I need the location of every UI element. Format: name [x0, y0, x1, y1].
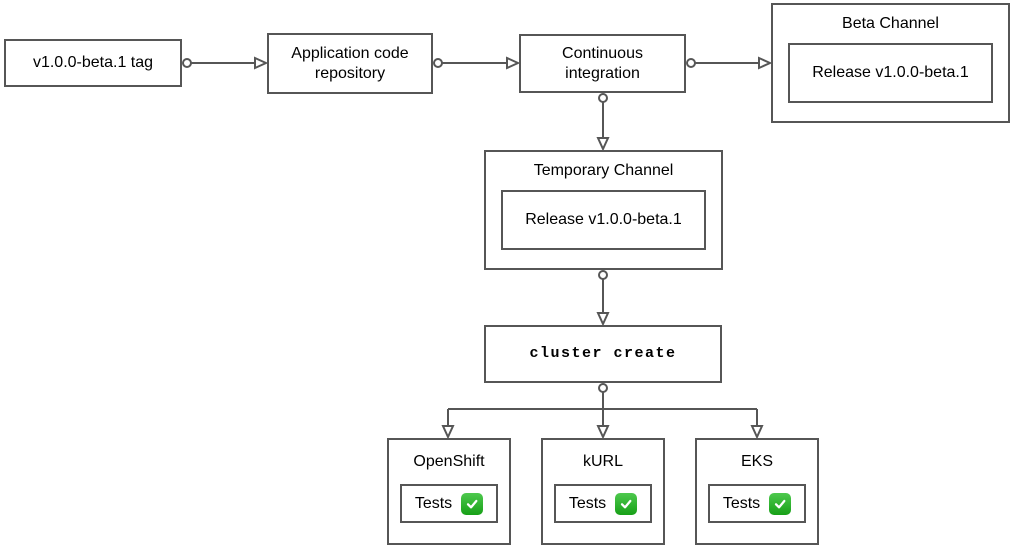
kurl-tests-label: Tests — [568, 494, 607, 512]
openshift-tests-label: Tests — [414, 494, 453, 512]
cluster-create-label: cluster create — [529, 345, 677, 362]
eks-tests-box: Tests — [708, 484, 806, 523]
tag-label: v1.0.0-beta.1 tag — [32, 54, 154, 72]
application-code-repository-label: Application code repository — [291, 45, 409, 82]
kurl-tests-box: Tests — [554, 484, 652, 523]
edge-cluster-to-platforms — [441, 383, 764, 440]
continuous-integration-node: Continuous integration — [519, 34, 686, 93]
eks-node: EKS Tests — [695, 438, 819, 545]
temporary-release-box: Release v1.0.0-beta.1 — [501, 190, 706, 250]
tag-node: v1.0.0-beta.1 tag — [4, 39, 182, 87]
eks-tests-label: Tests — [722, 494, 761, 512]
edge-tag-to-repo — [182, 56, 269, 70]
edge-temp-to-cluster — [596, 270, 610, 327]
edge-ci-to-temp — [596, 93, 610, 152]
temporary-release-label: Release v1.0.0-beta.1 — [525, 211, 682, 229]
application-code-repository-node: Application code repository — [267, 33, 433, 94]
edge-repo-to-ci — [433, 56, 521, 70]
openshift-tests-box: Tests — [400, 484, 498, 523]
eks-title: EKS — [740, 453, 773, 471]
beta-channel-title: Beta Channel — [842, 15, 939, 33]
beta-channel-node: Beta Channel Release v1.0.0-beta.1 — [771, 3, 1010, 123]
check-passed-icon — [461, 492, 484, 515]
temporary-channel-node: Temporary Channel Release v1.0.0-beta.1 — [484, 150, 723, 270]
beta-release-label: Release v1.0.0-beta.1 — [812, 64, 969, 82]
edge-ci-to-beta — [686, 56, 773, 70]
openshift-node: OpenShift Tests — [387, 438, 511, 545]
check-passed-icon — [769, 492, 792, 515]
openshift-title: OpenShift — [413, 453, 485, 471]
kurl-title: kURL — [582, 453, 623, 471]
continuous-integration-label: Continuous integration — [562, 45, 643, 82]
kurl-node: kURL Tests — [541, 438, 665, 545]
beta-release-box: Release v1.0.0-beta.1 — [788, 43, 993, 103]
temporary-channel-title: Temporary Channel — [533, 162, 674, 180]
check-passed-icon — [615, 492, 638, 515]
cluster-create-node: cluster create — [484, 325, 722, 383]
